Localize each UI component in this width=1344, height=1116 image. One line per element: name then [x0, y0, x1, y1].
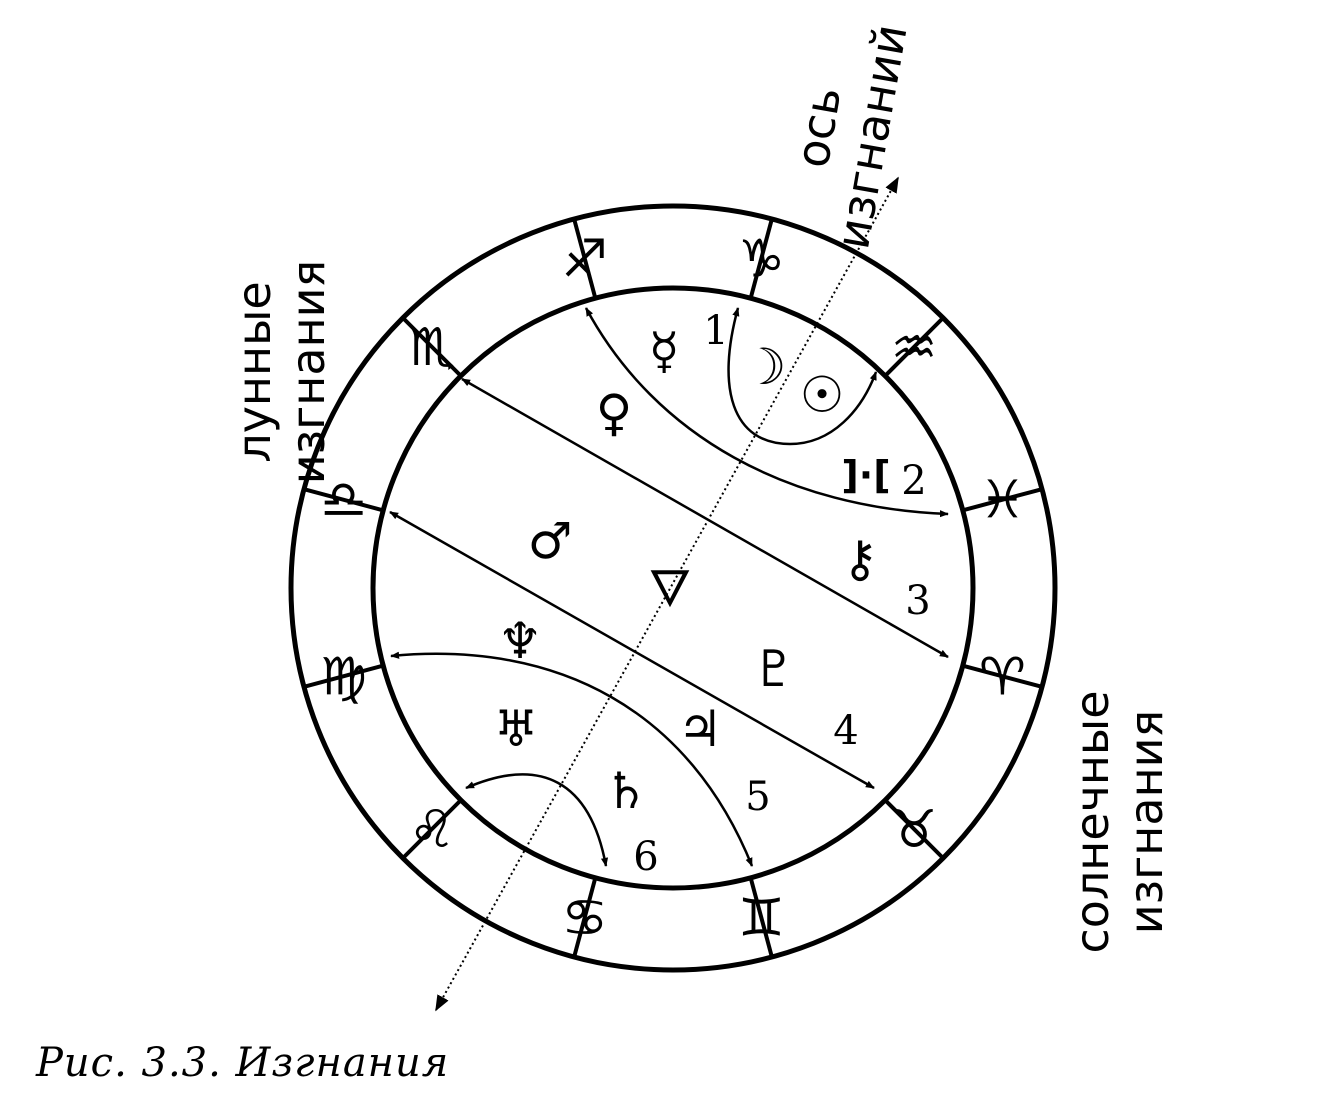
mars-icon: ♂: [528, 512, 573, 570]
aries-icon: ♈: [979, 647, 1026, 707]
jupiter-icon: ♃: [678, 700, 723, 758]
exile-arrow-4: [389, 510, 875, 790]
gemini-icon: ♊: [738, 888, 785, 948]
solar-label-line2: изгнания: [1119, 710, 1173, 934]
arrow-number-2: 2: [901, 458, 926, 504]
scorpio-icon: ♏: [409, 318, 456, 378]
pluto-icon: ♇: [752, 640, 797, 698]
sun-icon: ☉: [800, 366, 845, 424]
arrow-number-5: 5: [745, 774, 770, 820]
solar-label-line1: солнечные: [1065, 690, 1119, 953]
zodiac-divider: [303, 487, 384, 513]
axis-label: ось изгнаний: [785, 20, 918, 253]
exile-arrow-6: [465, 773, 609, 867]
chiron-icon: ⚷: [842, 530, 879, 588]
zodiac-divider: [962, 663, 1043, 689]
libra-icon: ♎: [320, 471, 367, 531]
pisces-icon: ♓: [979, 471, 1026, 531]
leo-icon: ♌: [409, 800, 456, 860]
arrow-number-6: 6: [633, 834, 658, 880]
hygeia-icon: ]·[: [841, 453, 890, 497]
capricorn-icon: ♑: [738, 230, 785, 290]
lunar-label: лунные изгнания: [227, 260, 335, 484]
neptune-icon: ♆: [498, 612, 543, 670]
sagittarius-icon: ♐: [561, 230, 608, 290]
solar-label: солнечные изгнания: [1065, 690, 1173, 953]
mercury-icon: ☿: [649, 322, 680, 380]
lunar-label-line1: лунные: [227, 281, 281, 462]
venus-icon: ♀: [596, 384, 633, 442]
virgo-icon: ♍: [320, 647, 367, 707]
arrow-number-4: 4: [833, 708, 858, 754]
uranus-icon: ♅: [494, 700, 539, 758]
zodiac-divider: [962, 487, 1043, 513]
taurus-icon: ♉: [891, 800, 938, 860]
exile-arrow-5: [390, 651, 754, 867]
arrow-number-3: 3: [905, 578, 930, 624]
aquarius-icon: ♒: [891, 318, 938, 378]
lunar-label-line2: изгнания: [281, 260, 335, 484]
moon-icon: ☽: [742, 338, 787, 396]
zodiac-divider: [303, 663, 384, 689]
figure-caption: Рис. 3.3. Изгнания: [36, 1040, 450, 1086]
saturn-icon: ♄: [604, 762, 649, 820]
earth-icon: 🜄: [648, 560, 692, 618]
arrow-number-1: 1: [703, 308, 728, 354]
cancer-icon: ♋: [561, 888, 608, 948]
